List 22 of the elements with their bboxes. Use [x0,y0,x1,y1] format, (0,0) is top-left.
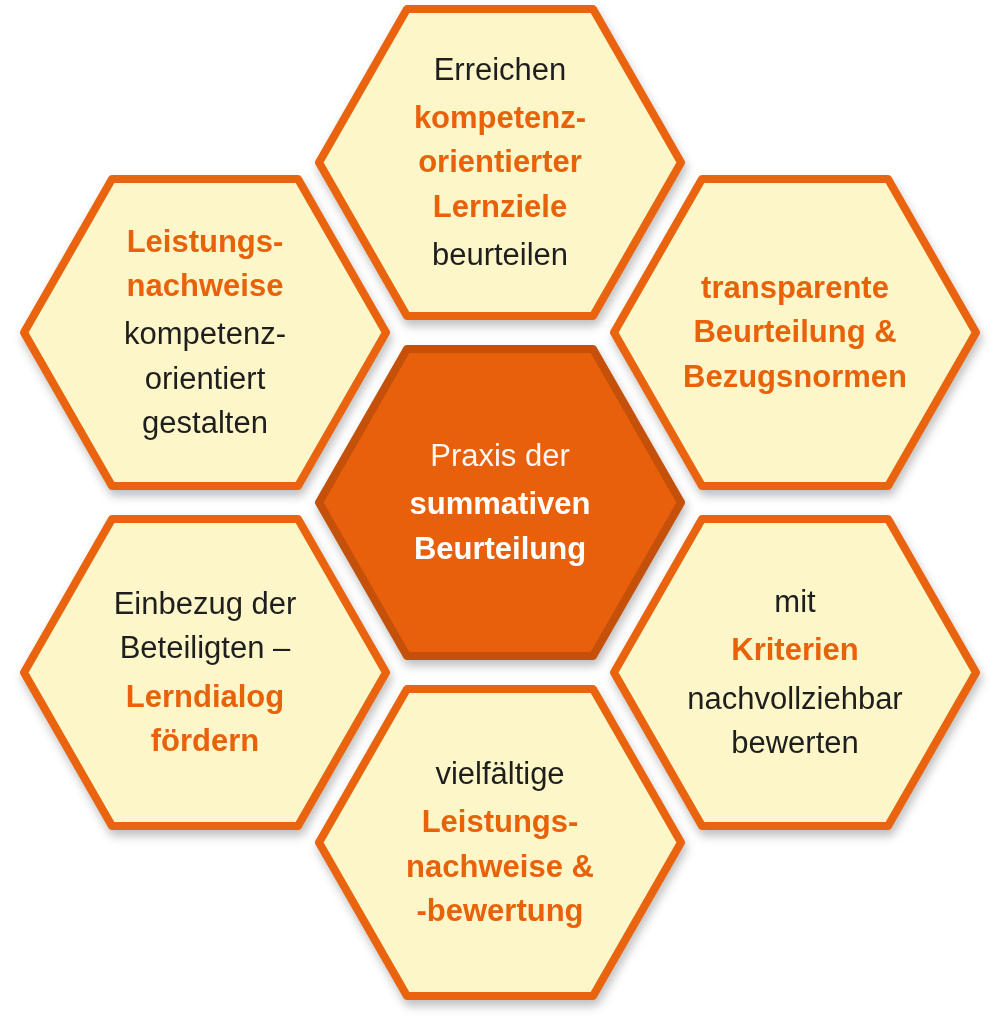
hexagon-label: transparente Beurteilung & Bezugsnormen [682,269,908,396]
hexagon-label: Kriterien [731,631,859,670]
hexagon [20,515,390,830]
hexagon-label: mit [774,583,816,622]
hexagon-label: Erreichen [433,51,567,90]
hexagon-label: summativen Beurteilung [408,485,592,568]
hexagon [315,685,685,1000]
hexagon-label: Praxis der [430,437,570,476]
hexagon-label: Lerndialog fördern [124,677,286,760]
hexagon-label: kompetenz-orientierter Lernziele [412,99,588,226]
hexagon-label: Leistungs-nachweise & -bewertung [405,803,595,930]
hexagon [20,175,390,490]
hexagon [315,5,685,320]
hexagon-label: vielfältige [435,755,565,794]
hexagon [610,515,980,830]
hexagon [610,175,980,490]
hexagon-label: nachvollziehbar bewerten [686,679,904,762]
hexagon-label: Leistungs-nachweise [125,223,285,306]
hexagon-label: beurteilen [431,235,569,274]
hexagon-label: kompetenz-orientiert gestalten [123,315,287,442]
hexagon [315,345,685,660]
hexagon-label: Einbezug der Beteiligten – [112,585,298,668]
